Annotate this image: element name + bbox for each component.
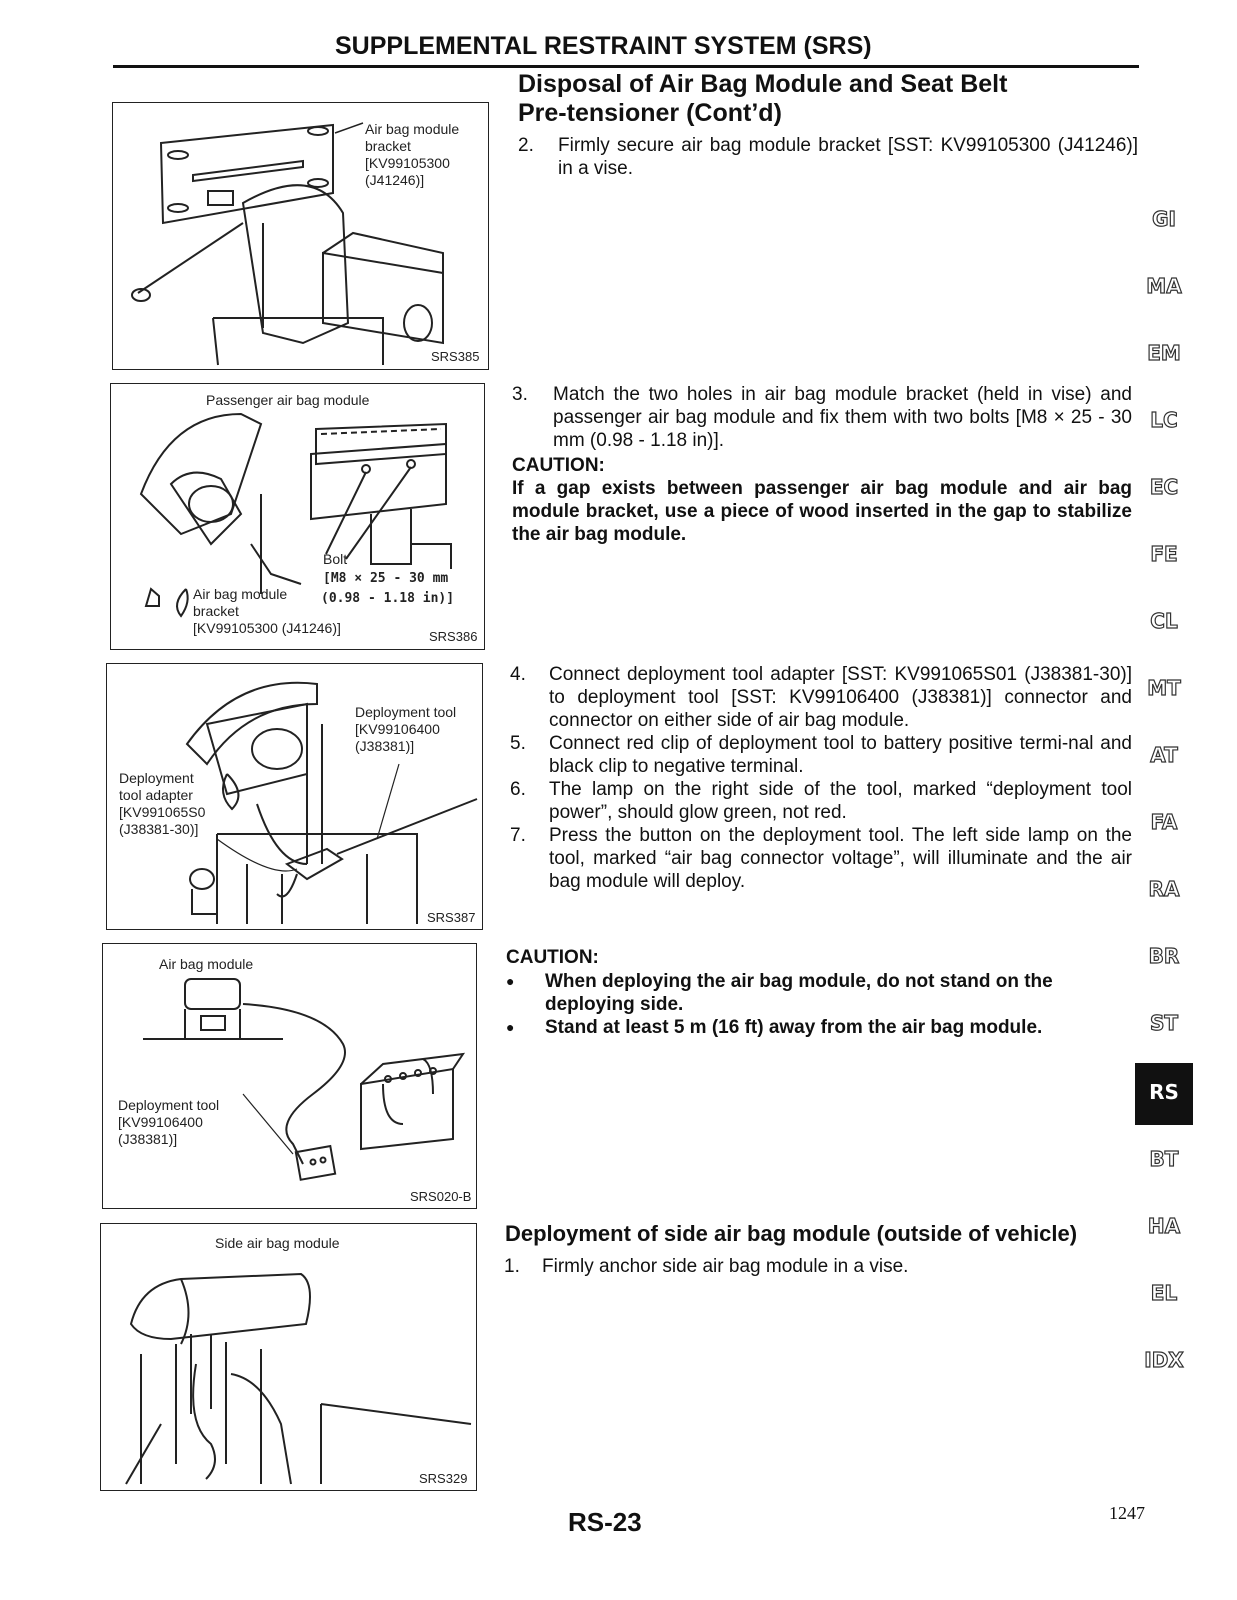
figure-deployment-tool: Deployment tool [KV99106400 (J38381)] De… xyxy=(106,663,483,930)
step-text: Connect red clip of deployment tool to b… xyxy=(549,733,1132,777)
figure-code: SRS386 xyxy=(429,629,478,644)
bolt-spec-label: [M8 × 25 - 30 mm xyxy=(323,571,449,586)
caution-block-2: CAUTION: xyxy=(506,946,1126,969)
figure-passenger-module: Passenger air bag module Bolt [M8 × 25 -… xyxy=(110,383,485,650)
side-airbag-title: Deployment of side air bag module (outsi… xyxy=(505,1221,1078,1246)
caution-bullet-2: ● Stand at least 5 m (16 ft) away from t… xyxy=(506,1016,1126,1039)
page-title-line2: Pre-tensioner (Cont’d) xyxy=(518,99,782,127)
passenger-module-illustration xyxy=(139,412,452,618)
tab-idx[interactable]: IDX xyxy=(1144,1347,1185,1372)
caution-block-1: CAUTION: If a gap exists between passeng… xyxy=(512,454,1132,546)
step-number: 5. xyxy=(510,733,526,754)
step-4: 4. Connect deployment tool adapter [SST:… xyxy=(510,663,1132,732)
figure-code: SRS329 xyxy=(419,1471,468,1486)
tab-bt[interactable]: BT xyxy=(1149,1146,1179,1171)
step-number: 3. xyxy=(512,384,528,405)
page-title: Disposal of Air Bag Module and Seat Belt… xyxy=(518,70,1138,128)
tab-fa[interactable]: FA xyxy=(1150,809,1178,834)
figure-code: SRS387 xyxy=(427,910,476,925)
step-number: 1. xyxy=(504,1256,520,1277)
tab-mt[interactable]: MT xyxy=(1147,675,1182,700)
vise-bracket-illustration xyxy=(131,122,444,366)
step-number: 2. xyxy=(518,135,534,156)
caution-text: If a gap exists between passenger air ba… xyxy=(512,478,1132,545)
deployment-tool-label: Deployment tool [KV99106400 (J38381)] xyxy=(355,704,457,754)
air-bag-module-label: Air bag module xyxy=(159,956,254,972)
step-6: 6. The lamp on the right side of the too… xyxy=(510,778,1132,824)
step-7: 7. Press the button on the deployment to… xyxy=(510,824,1132,893)
tab-ec[interactable]: EC xyxy=(1149,474,1179,499)
deployment-tool-label: Deployment tool [KV99106400 (J38381)] xyxy=(118,1097,220,1147)
tab-ra[interactable]: RA xyxy=(1148,876,1180,901)
bolt-spec-inch-label: (0.98 - 1.18 in)] xyxy=(321,591,455,606)
header-rule xyxy=(113,65,1139,68)
bolt-label: Bolt xyxy=(323,551,348,567)
step-number: 4. xyxy=(510,664,526,685)
section-title: SUPPLEMENTAL RESTRAINT SYSTEM (SRS) xyxy=(335,32,872,60)
figure-side-airbag: Side air bag module SRS329 xyxy=(100,1223,477,1491)
step-number: 6. xyxy=(510,779,526,800)
tab-rs[interactable]: RS xyxy=(1135,1063,1193,1125)
tab-ma[interactable]: MA xyxy=(1146,273,1183,298)
caution-heading: CAUTION: xyxy=(506,947,599,968)
bullet-text: When deploying the air bag module, do no… xyxy=(545,971,1053,1015)
step-1: 1. Firmly anchor side air bag module in … xyxy=(504,1255,1124,1278)
step-text: Connect deployment tool adapter [SST: KV… xyxy=(549,664,1132,731)
tab-st[interactable]: ST xyxy=(1149,1010,1179,1035)
step-3: 3. Match the two holes in air bag module… xyxy=(512,383,1132,452)
tab-lc[interactable]: LC xyxy=(1150,407,1179,432)
tab-el[interactable]: EL xyxy=(1150,1280,1178,1305)
figure-code: SRS385 xyxy=(431,349,480,364)
caution-heading: CAUTION: xyxy=(512,455,605,476)
step-text: Firmly anchor side air bag module in a v… xyxy=(542,1256,909,1277)
step-number: 7. xyxy=(510,825,526,846)
tab-cl[interactable]: CL xyxy=(1150,608,1179,633)
step-text: The lamp on the right side of the tool, … xyxy=(549,779,1132,823)
figure-code: SRS020-B xyxy=(410,1189,472,1204)
step-text: Match the two holes in air bag module br… xyxy=(553,384,1132,451)
side-airbag-label: Side air bag module xyxy=(215,1235,340,1251)
footer-page-number: 1247 xyxy=(1109,1503,1145,1523)
tab-em[interactable]: EM xyxy=(1147,340,1182,365)
step-text: Firmly secure air bag module bracket [SS… xyxy=(558,135,1138,179)
figure-battery-connection: Air bag module Deployment tool [KV991064… xyxy=(102,943,477,1209)
side-airbag-illustration xyxy=(125,1272,472,1485)
tool-adapter-label: Deployment tool adapter [KV991065S0 (J38… xyxy=(119,770,206,837)
footer-section-code: RS-23 xyxy=(568,1507,642,1537)
tab-ha[interactable]: HA xyxy=(1147,1213,1181,1238)
tab-fe[interactable]: FE xyxy=(1150,541,1179,566)
bullet-dot: ● xyxy=(506,973,515,989)
deployment-tool-illustration xyxy=(185,681,478,924)
tab-br[interactable]: BR xyxy=(1148,943,1180,968)
battery-connection-illustration xyxy=(143,978,466,1181)
tab-gi[interactable]: GI xyxy=(1151,206,1176,231)
bullet-dot: ● xyxy=(506,1019,515,1035)
bracket-label: Air bag module bracket [KV99105300 (J412… xyxy=(365,121,460,188)
figure-vise-bracket: Air bag module bracket [KV99105300 (J412… xyxy=(112,102,489,370)
caution-bullet-1: ● When deploying the air bag module, do … xyxy=(506,970,1126,1016)
tab-at[interactable]: AT xyxy=(1150,742,1179,767)
step-5: 5. Connect red clip of deployment tool t… xyxy=(510,732,1132,778)
passenger-module-label: Passenger air bag module xyxy=(206,392,370,408)
step-2: 2. Firmly secure air bag module bracket … xyxy=(518,134,1138,180)
page-title-line1: Disposal of Air Bag Module and Seat Belt xyxy=(518,70,1008,98)
bracket-label: Air bag module bracket [KV99105300 (J412… xyxy=(193,586,341,636)
bullet-text: Stand at least 5 m (16 ft) away from the… xyxy=(545,1017,1043,1038)
step-text: Press the button on the deployment tool.… xyxy=(549,825,1132,892)
